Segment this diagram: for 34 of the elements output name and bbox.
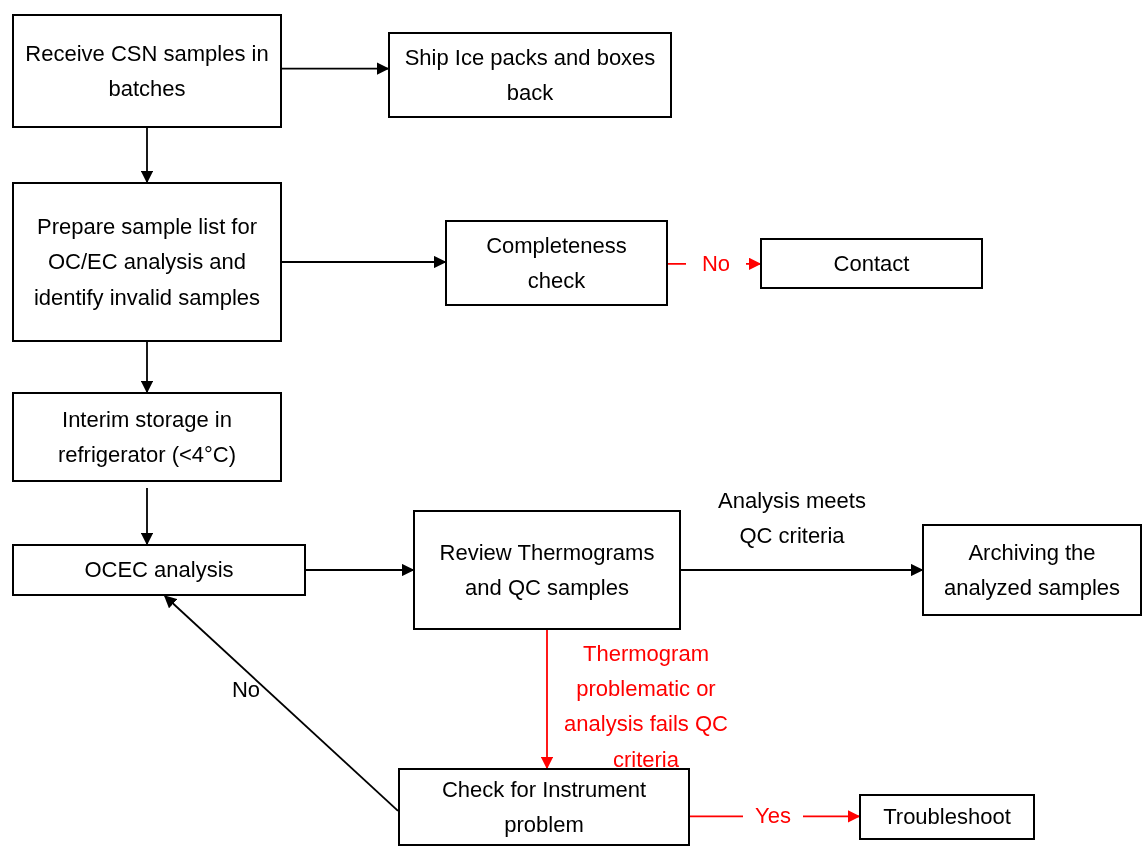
arrow [140,487,154,546]
process-box [12,182,282,342]
box-text: Completeness check [485,231,628,295]
process-box [859,794,1035,840]
box-text: OCEC analysis [84,556,234,585]
process-box [12,14,282,128]
box-text: Receive CSN samples in batches [24,39,270,103]
box-text: Ship Ice packs and boxes back [403,43,657,107]
box-text: Contact [833,249,910,278]
arrow [305,563,415,577]
process-box [760,238,983,289]
box-text: Troubleshoot [883,803,1011,832]
process-box [388,32,672,118]
process-box [12,544,306,596]
arrow [680,563,924,577]
edge-label: Analysis meets QC criteria [717,486,867,550]
arrow [140,127,154,184]
process-box [413,510,681,630]
box-text: Review Thermograms and QC samples [438,538,656,602]
box-text: Check for Instrument problem [440,775,648,839]
arrow [281,255,447,269]
process-box [12,392,282,482]
box-text: Interim storage in refrigerator (<4°C) [56,405,238,469]
box-text: Prepare sample list for OC/EC analysis and identify invalid samples [32,213,262,312]
process-box [922,524,1142,616]
arrow [140,341,154,394]
edge-label: Thermogram problematic or analysis fails QC criteria [563,639,729,774]
arrow [540,629,554,770]
arrow [163,595,399,812]
process-box [398,768,690,846]
edge-label: No [230,676,262,705]
box-text: Archiving the analyzed samples [942,538,1122,602]
arrow [281,62,390,75]
process-box [445,220,668,306]
